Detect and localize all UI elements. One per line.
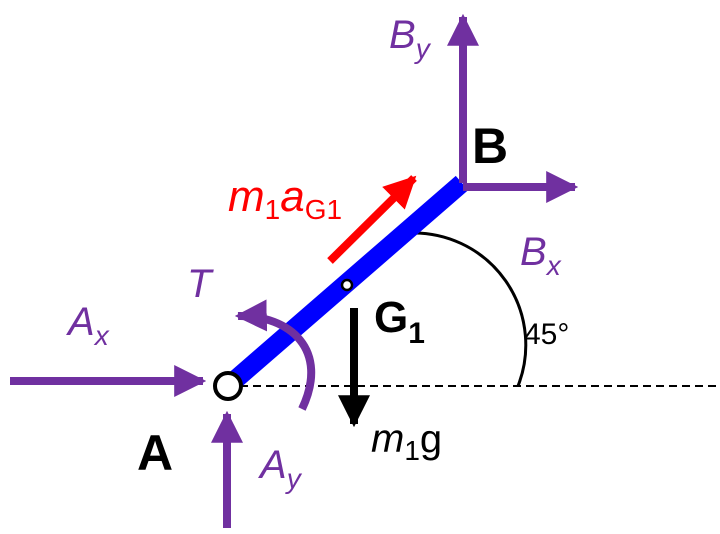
point-b-label: B (472, 118, 508, 174)
force-bx-label: Bx (520, 230, 562, 281)
torque-label: T (187, 262, 214, 306)
inertia-arrow-icon (327, 175, 417, 264)
inertia-label: m1aG1 (228, 172, 342, 225)
point-a-label: A (137, 425, 173, 481)
torque-arrow-icon (234, 299, 316, 411)
force-by-label: By (389, 13, 432, 64)
weight-label: m1g (371, 417, 442, 466)
center-of-gravity-marker (340, 278, 354, 292)
angle-arc (410, 231, 528, 387)
pin-joint-icon (213, 371, 243, 401)
force-ay-label: Ay (258, 443, 303, 494)
angle-label: 45° (524, 318, 569, 351)
force-ax-label: Ax (66, 300, 110, 351)
center-of-gravity-label: G1 (374, 293, 425, 350)
